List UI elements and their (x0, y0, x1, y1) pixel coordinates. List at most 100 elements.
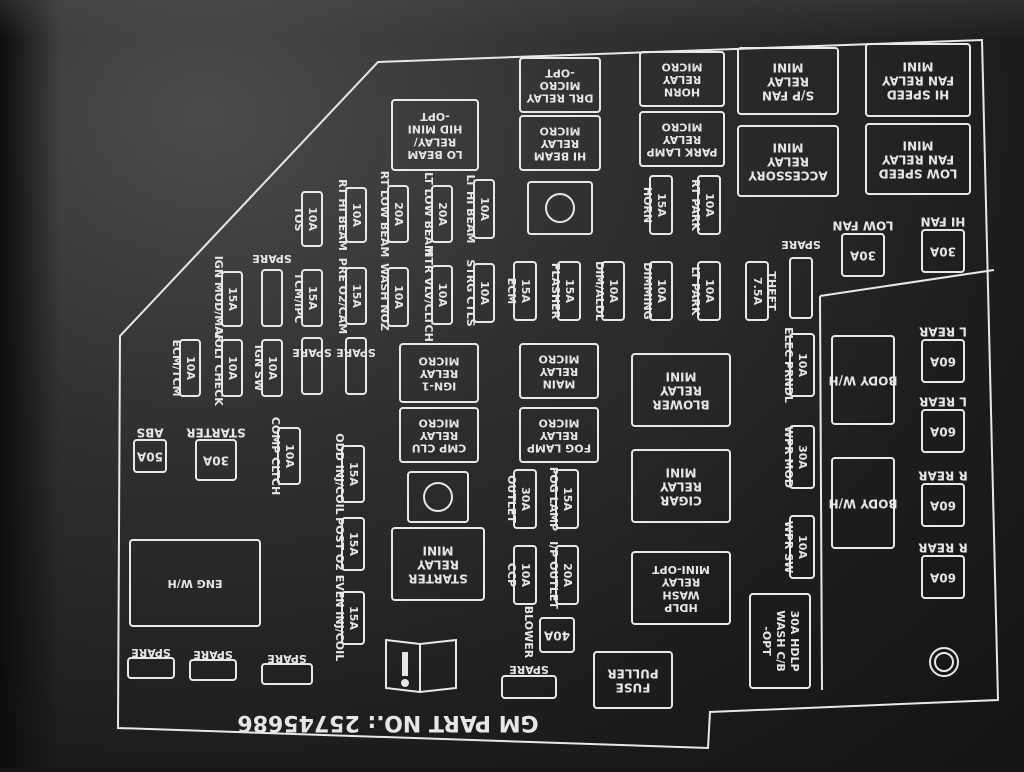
fuse-outline-wpr_sw (789, 515, 815, 579)
fuse-rating-rt_low_beam: 20A (392, 202, 405, 226)
fuse-label-volt_check: VOLT CHECK (212, 330, 225, 406)
fuse-label-elec_prndl: ELEC PRNDL (782, 327, 795, 403)
relay-outline-body_wh_2 (831, 457, 895, 549)
fuse-rating-ign_sw: 10A (266, 356, 279, 380)
fuse-label-odd_inj: ODD INJ/COIL (333, 433, 346, 514)
socket-outline-mid (407, 471, 469, 523)
relay-label-drl: MICRO (540, 79, 581, 92)
fuse-label-ecm_tcm: ECM/TCM (170, 339, 183, 396)
relay-outline-cigar (631, 449, 731, 523)
relay-label-hi_speed: HI SPEED (887, 87, 950, 101)
relay-outline-ign1 (399, 343, 479, 403)
fuse-outline-wash_noz (387, 267, 409, 327)
fuse-rating-ccp: 10A (519, 563, 532, 587)
fuse-outline-fog_lamp (555, 469, 579, 529)
round-socket-top (545, 193, 575, 223)
relay-label-hi_beam: MICRO (540, 124, 581, 137)
relay-label-ign1: MICRO (419, 354, 460, 367)
fuse-rating-l_rear_1: 60A (929, 355, 956, 369)
fuse-outline-hi_fan (921, 229, 965, 273)
fuse-rating-ign_mod: 15A (226, 287, 239, 311)
spare-slot-a (789, 257, 813, 319)
fuse-outline-volt_check (221, 339, 243, 397)
fuse-label-hi_fan: HI FAN (921, 215, 966, 229)
fuse-outline-htr_vlv (431, 265, 453, 325)
relay-label-cigar: MINI (666, 466, 697, 480)
spare-slot-e (127, 657, 175, 679)
relay-label-park_lamp: PARK LAMP (647, 146, 718, 159)
spare-slot-d (345, 337, 367, 395)
hdlp-wash-cb-label: 30A HDLP (788, 610, 801, 671)
fuse-label-starter: STARTER (186, 426, 246, 440)
relay-label-blower: MINI (666, 370, 697, 384)
relay-label-hi_beam: RELAY (540, 137, 579, 150)
fuse-outline-post_o2 (341, 517, 365, 571)
fuse-outline-r_rear_2 (921, 555, 965, 599)
mega-fuse-region (819, 269, 995, 691)
fuse-label-horn: HORN (641, 187, 654, 223)
fuse-outline-rt_low_beam (387, 185, 409, 243)
relay-label-blower: BLOWER (652, 397, 709, 411)
fuse-label-r_rear_1: R REAR (918, 469, 967, 483)
relay-label-main: RELAY (539, 365, 578, 378)
relay-outline-lo_beam (391, 99, 479, 171)
relay-label-hdlp_wash: MINI-OPT (652, 563, 710, 576)
fuse-label-post_o2: POST O2 (333, 517, 346, 571)
fuse-rating-wpr_sw: 10A (796, 535, 809, 559)
fuse-outline-rt_hi_beam (345, 187, 367, 243)
hdlp-wash-cb-outline (749, 593, 811, 689)
spare-label-h: SPARE (509, 663, 548, 676)
fuse-rating-fog_lamp: 15A (561, 487, 574, 511)
relay-body_wh_1: BODY W/H (829, 374, 898, 388)
fuse-outline-abs (133, 439, 167, 473)
spare-label-a: SPARE (781, 238, 820, 251)
fuse-rating-comp_cltch: 10A (283, 444, 296, 468)
relay-label-cmp_clu: CMP CLU (412, 442, 467, 455)
part-number: GM PART NO.: 25745686 (237, 710, 538, 735)
fuse-outline-ecm (513, 261, 537, 321)
relay-label-body_wh_1: BODY W/H (829, 374, 898, 388)
fuse-rating-lt_low_beam: 20A (436, 202, 449, 226)
relay-outline-accessory (737, 125, 839, 197)
fuse-rating-tos: 10A (306, 207, 319, 231)
spare-label-e: SPARE (131, 646, 170, 659)
fuse-outline-r_rear_1 (921, 483, 965, 527)
relay-label-cigar: CIGAR (660, 493, 702, 507)
relay-label-lo_beam: HID MINI (408, 123, 463, 136)
fuse-rating-lt_hi_beam: 10A (478, 197, 491, 221)
socket-outline-top (527, 181, 593, 235)
hdlp-wash-cb-label: WASH C/B (774, 610, 787, 672)
fuse-rating-ecm: 15A (519, 279, 532, 303)
fuse-rating-l_rear_2: 60A (929, 425, 956, 439)
relay-outline-cmp_clu (399, 407, 479, 463)
mount-hole-inner (934, 652, 954, 672)
fuse-label-ign_sw: IGN SW (252, 345, 265, 391)
relay-label-fog_lamp: FOG LAMP (527, 442, 591, 455)
relay-label-low_speed: LOW SPEED (879, 166, 958, 180)
fuse-rating-dim_aldl: 10A (607, 279, 620, 303)
relay-label-starter: STARTER (408, 571, 468, 585)
relay-outline-eng_wh (129, 539, 261, 627)
relay-label-low_speed: MINI (903, 139, 934, 153)
relay-label-accessory: MINI (773, 141, 804, 155)
relay-label-hdlp_wash: HDLP (664, 601, 697, 614)
fuse-label-even_inj: EVEN INJ/COIL (333, 575, 346, 662)
fuse-rating-abs: 50A (136, 450, 163, 464)
relay-label-main: MICRO (539, 352, 580, 365)
fuse-outline-l_rear_2 (921, 409, 965, 453)
fuse-rating-outlet: 30A (519, 487, 532, 511)
fuse-outline-horn (649, 175, 673, 235)
relay-label-sp_fan: RELAY (767, 75, 809, 89)
relay-outline-blower (631, 353, 731, 427)
fuse-label-lt_low_beam: LT LOW BEAM (422, 172, 435, 256)
